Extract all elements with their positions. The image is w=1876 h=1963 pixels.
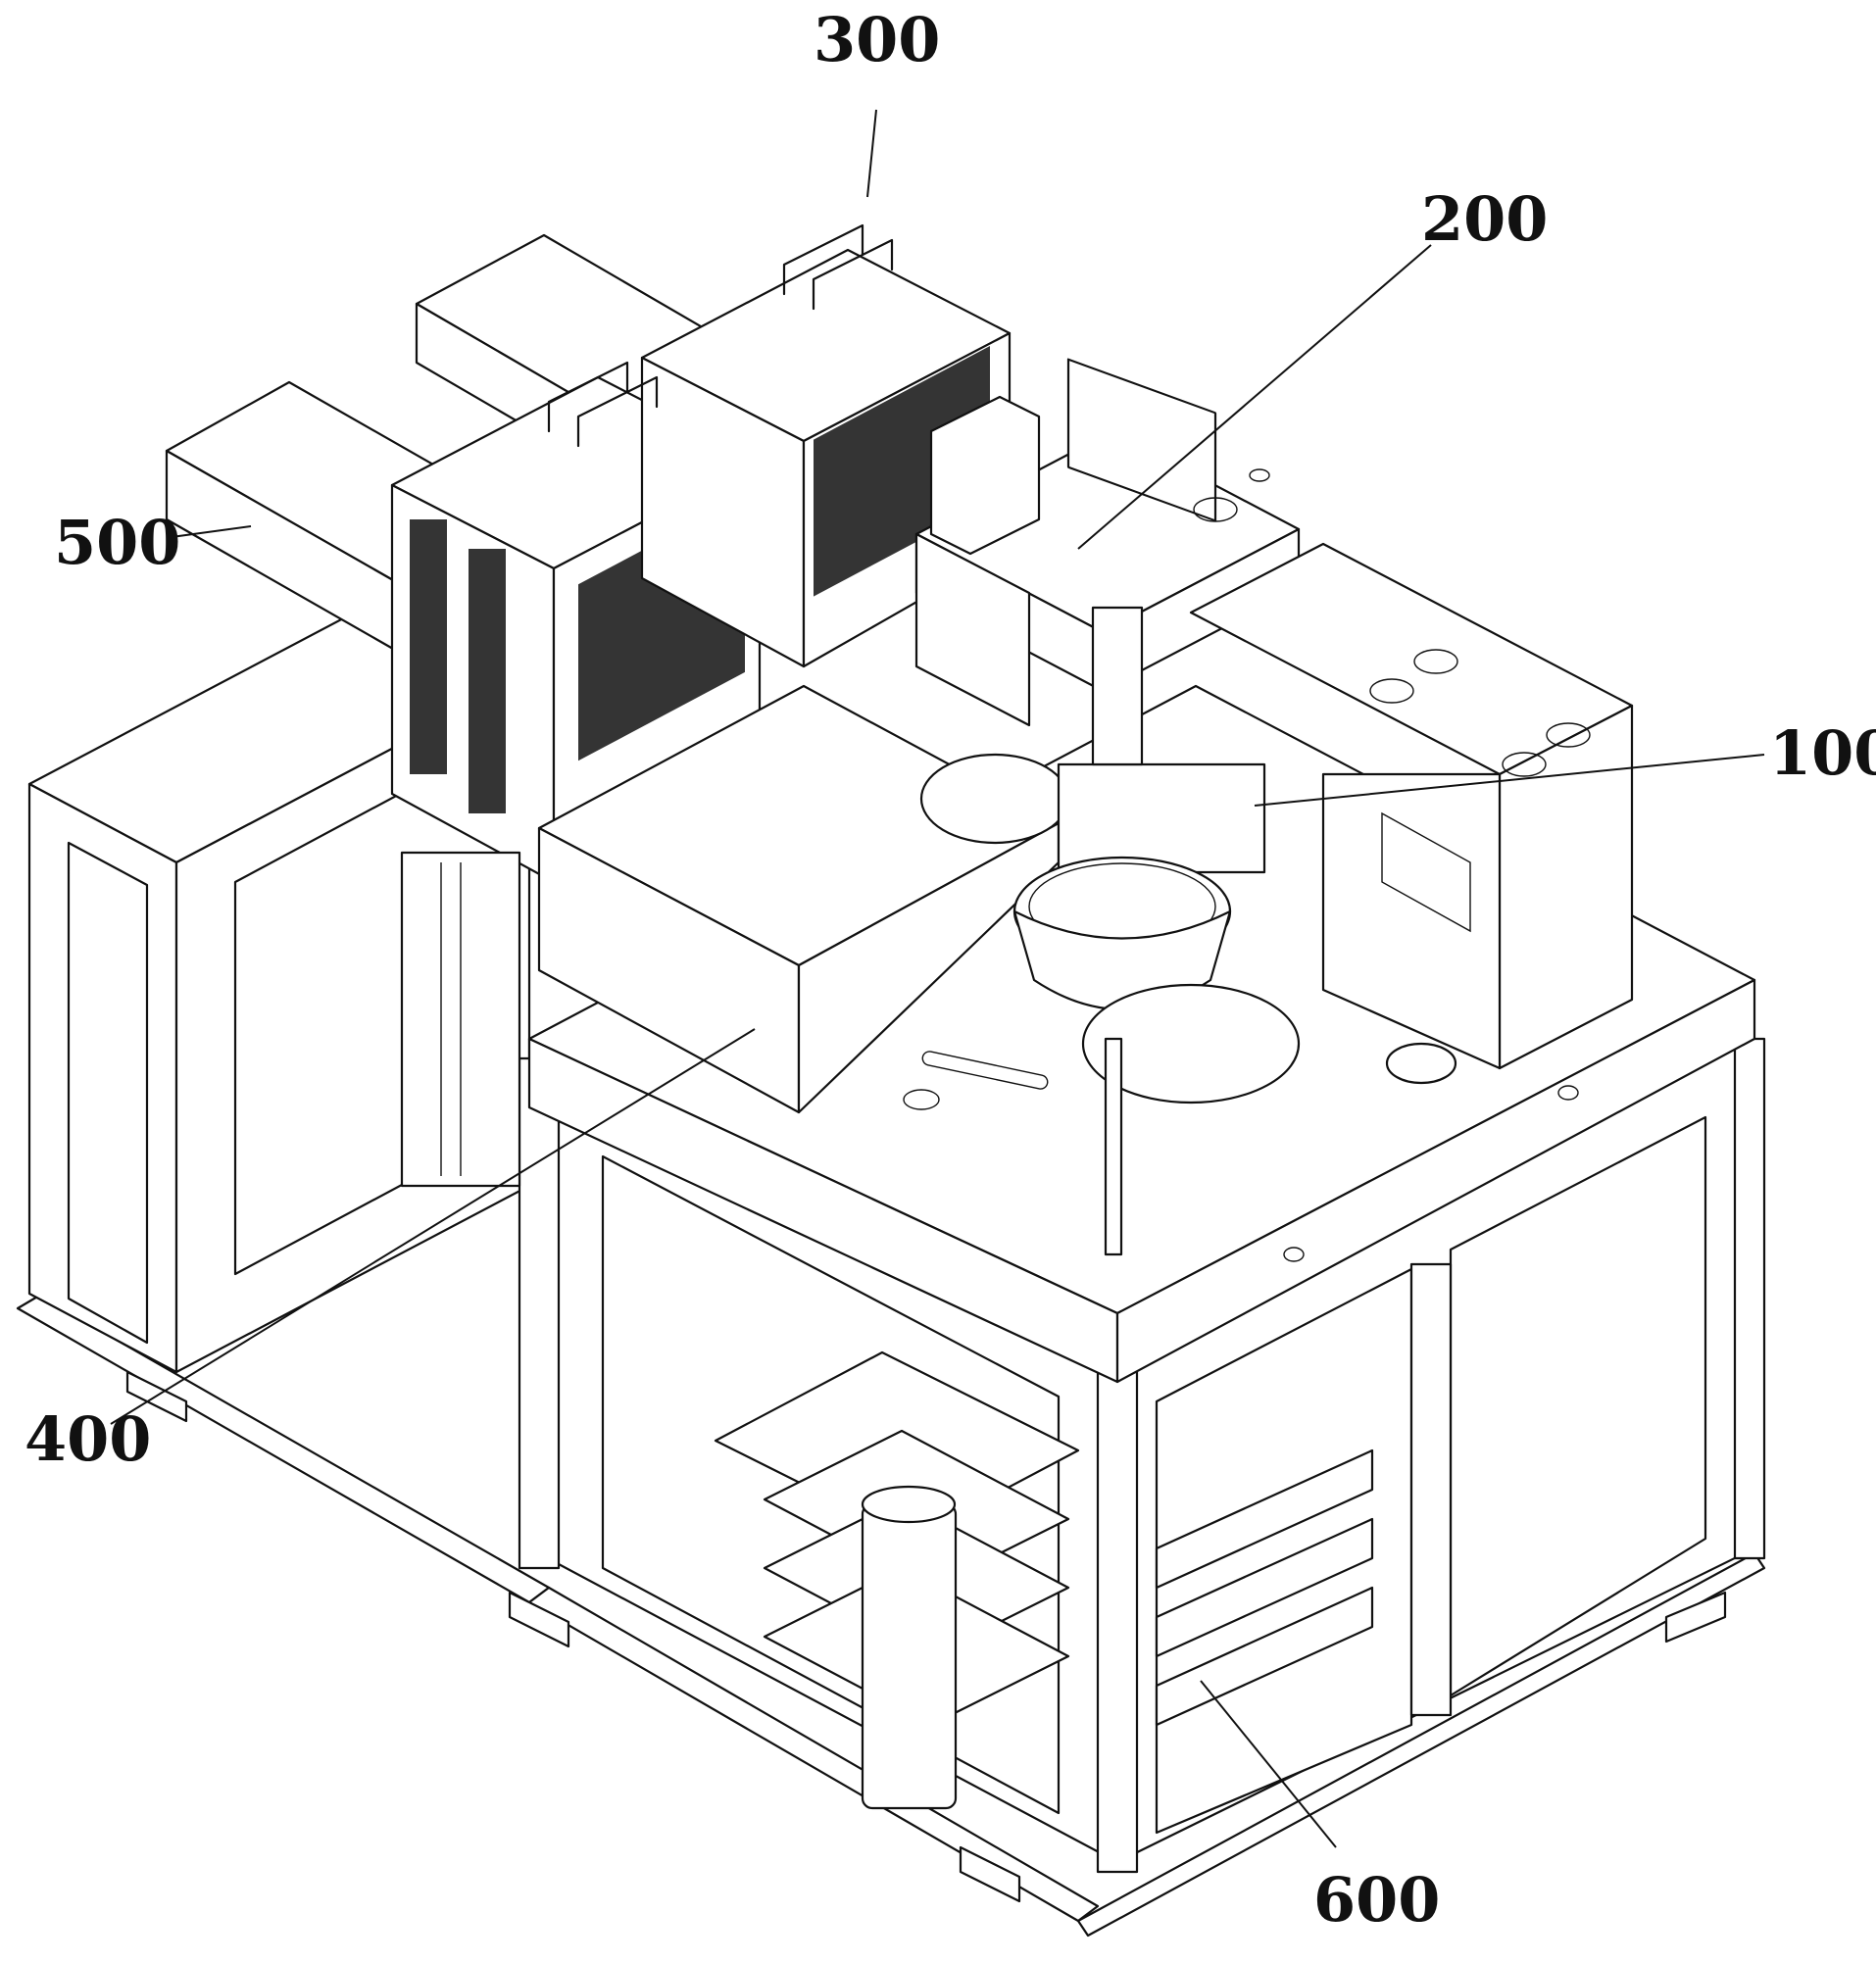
cylinder-top [863,1487,955,1522]
left-frame-opening-front [69,843,147,1343]
support-rod [1106,1039,1121,1254]
label-100: 100 [1769,717,1876,789]
post-front-left [519,1058,559,1568]
post-front-corner [1098,1372,1137,1872]
cylinder-container [863,1504,956,1808]
label-200: 200 [1421,183,1548,255]
leader-300 [867,110,876,197]
label-500: 500 [54,507,180,578]
table-drain [1387,1044,1456,1083]
clamp-assembly [1059,764,1264,872]
post-right [1735,1039,1764,1558]
label-300: 300 [814,4,940,75]
vertical-actuator [1093,608,1142,764]
label-600: 600 [1313,1864,1440,1936]
plate-hole-2 [1250,469,1269,481]
rotary-disc [921,755,1068,843]
label-400: 400 [25,1403,151,1475]
post-mid-right [1411,1264,1451,1715]
